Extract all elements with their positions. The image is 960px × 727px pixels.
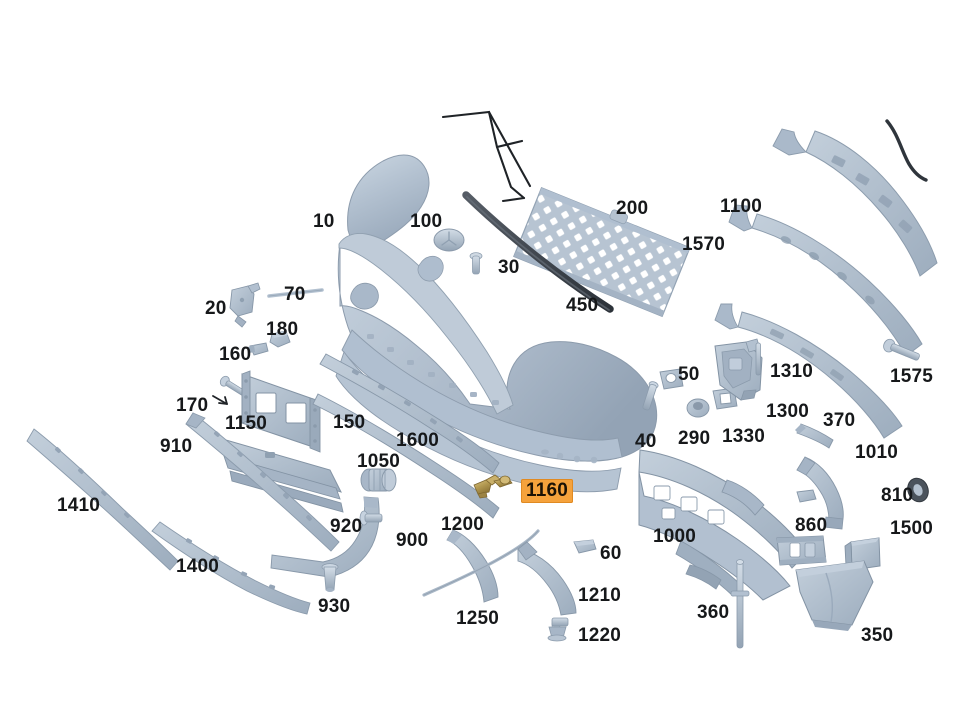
- callout-160[interactable]: 160: [219, 344, 252, 365]
- callout-1210[interactable]: 1210: [578, 585, 622, 606]
- part-reinforcement-bar-1100: [772, 128, 938, 277]
- part-moulding-1400: [151, 521, 311, 615]
- part-clip-860-top: [796, 489, 817, 503]
- callout-810[interactable]: 810: [881, 485, 914, 506]
- callout-1160[interactable]: 1160: [521, 479, 574, 503]
- callout-50[interactable]: 50: [678, 364, 700, 385]
- callout-1500[interactable]: 1500: [890, 518, 934, 539]
- leader-line-bracket: [441, 110, 532, 203]
- part-deflector-350: [795, 560, 874, 631]
- callout-1000[interactable]: 1000: [653, 526, 697, 547]
- callout-100[interactable]: 100: [410, 211, 443, 232]
- callout-290[interactable]: 290: [678, 428, 711, 449]
- part-clip-180: [269, 330, 291, 348]
- part-wire-harness: [885, 119, 928, 182]
- callout-40[interactable]: 40: [635, 431, 657, 452]
- callout-910[interactable]: 910: [160, 436, 193, 457]
- callout-20[interactable]: 20: [205, 298, 227, 319]
- callout-930[interactable]: 930: [318, 596, 351, 617]
- callout-10[interactable]: 10: [313, 211, 335, 232]
- callout-450[interactable]: 450: [566, 295, 599, 316]
- part-clip-60: [573, 539, 597, 554]
- part-pin-930: [321, 563, 339, 592]
- part-bumper-cover-main: [335, 154, 658, 493]
- part-grommet-810: [907, 477, 929, 503]
- part-rod-1310: [755, 342, 761, 376]
- callout-180[interactable]: 180: [266, 319, 299, 340]
- callout-30[interactable]: 30: [498, 257, 520, 278]
- part-brass-clip-1160: [473, 474, 513, 499]
- part-lower-carrier-1000: [638, 449, 808, 601]
- part-rod-70: [267, 288, 324, 298]
- part-seal-1250: [422, 529, 540, 597]
- part-bracket-900: [270, 496, 380, 578]
- part-clip-160: [248, 342, 269, 356]
- part-sleeve-1050: [360, 468, 397, 492]
- part-screw-30: [469, 252, 483, 275]
- callout-1200[interactable]: 1200: [441, 514, 485, 535]
- part-trim-strip-450: [462, 191, 614, 313]
- callout-1300[interactable]: 1300: [766, 401, 810, 422]
- callout-1220[interactable]: 1220: [578, 625, 622, 646]
- callout-860[interactable]: 860: [795, 515, 828, 536]
- part-screw-40: [642, 381, 659, 411]
- leader-arrow-170-head: [218, 396, 228, 405]
- part-duct-1200: [446, 529, 499, 603]
- callout-360[interactable]: 360: [697, 602, 730, 623]
- callout-150[interactable]: 150: [333, 412, 366, 433]
- callout-1400[interactable]: 1400: [176, 556, 220, 577]
- part-moulding-1600: [312, 393, 500, 519]
- part-bolt-1575: [883, 338, 920, 361]
- part-lower-frame-right: [714, 303, 903, 439]
- part-strip-370: [795, 423, 834, 449]
- part-star-emblem: [433, 228, 465, 252]
- callout-1250[interactable]: 1250: [456, 608, 500, 629]
- callout-1010[interactable]: 1010: [855, 442, 899, 463]
- part-grille-mesh: [513, 187, 691, 318]
- callout-1575[interactable]: 1575: [890, 366, 934, 387]
- callout-1310[interactable]: 1310: [770, 361, 814, 382]
- part-bracket-1010: [796, 456, 844, 530]
- callout-1410[interactable]: 1410: [57, 495, 101, 516]
- part-clip-1220: [547, 617, 569, 642]
- callout-70[interactable]: 70: [284, 284, 306, 305]
- part-long-bolt-360: [730, 559, 750, 649]
- callout-920[interactable]: 920: [330, 516, 363, 537]
- callout-1570[interactable]: 1570: [682, 234, 726, 255]
- callout-370[interactable]: 370: [823, 410, 856, 431]
- callout-1050[interactable]: 1050: [357, 451, 401, 472]
- callout-1100[interactable]: 1100: [720, 196, 763, 217]
- part-spoiler-1210: [517, 541, 577, 616]
- part-moulding-910: [185, 412, 340, 552]
- callout-350[interactable]: 350: [861, 625, 894, 646]
- callout-60[interactable]: 60: [600, 543, 622, 564]
- part-moulding-150: [319, 353, 500, 474]
- callout-200[interactable]: 200: [616, 198, 649, 219]
- part-nut-50: [659, 368, 684, 390]
- part-moulding-1410: [26, 428, 179, 571]
- part-sensor-module-860: [776, 535, 827, 566]
- part-bracket-20: [229, 282, 261, 328]
- callout-900[interactable]: 900: [396, 530, 429, 551]
- leader-arrow-170: [212, 395, 228, 405]
- callout-170[interactable]: 170: [176, 395, 209, 416]
- callout-1330[interactable]: 1330: [722, 426, 766, 447]
- callout-1150[interactable]: 1150: [225, 413, 268, 434]
- part-bolt-920: [359, 510, 383, 526]
- part-carrier-plate-1150: [241, 370, 321, 453]
- part-grommet-290: [686, 398, 710, 418]
- part-housing-1300: [714, 338, 763, 401]
- callout-1600[interactable]: 1600: [396, 430, 440, 451]
